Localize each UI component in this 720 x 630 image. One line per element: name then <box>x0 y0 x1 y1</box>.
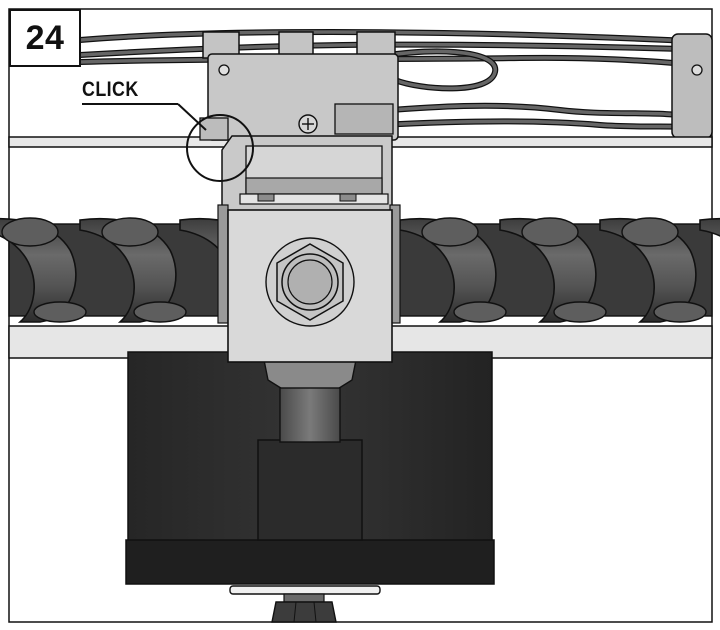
drive-shaft <box>263 359 357 443</box>
hex-bolt-icon <box>265 237 355 327</box>
callout-label: CLICK <box>82 78 139 101</box>
callout-circle-icon <box>186 114 254 182</box>
motor-body <box>125 351 495 585</box>
carriage-bracket <box>221 135 393 213</box>
callout-marker <box>82 103 254 182</box>
screw-head-icon <box>298 114 318 134</box>
right-limit-switch <box>671 33 713 139</box>
limit-switch <box>199 31 399 141</box>
carriage-block <box>217 204 401 363</box>
step-number: 24 <box>25 18 65 57</box>
bottom-fastener <box>229 585 381 623</box>
mount-hole-icon <box>218 64 230 76</box>
step-badge: 24 <box>9 9 81 67</box>
